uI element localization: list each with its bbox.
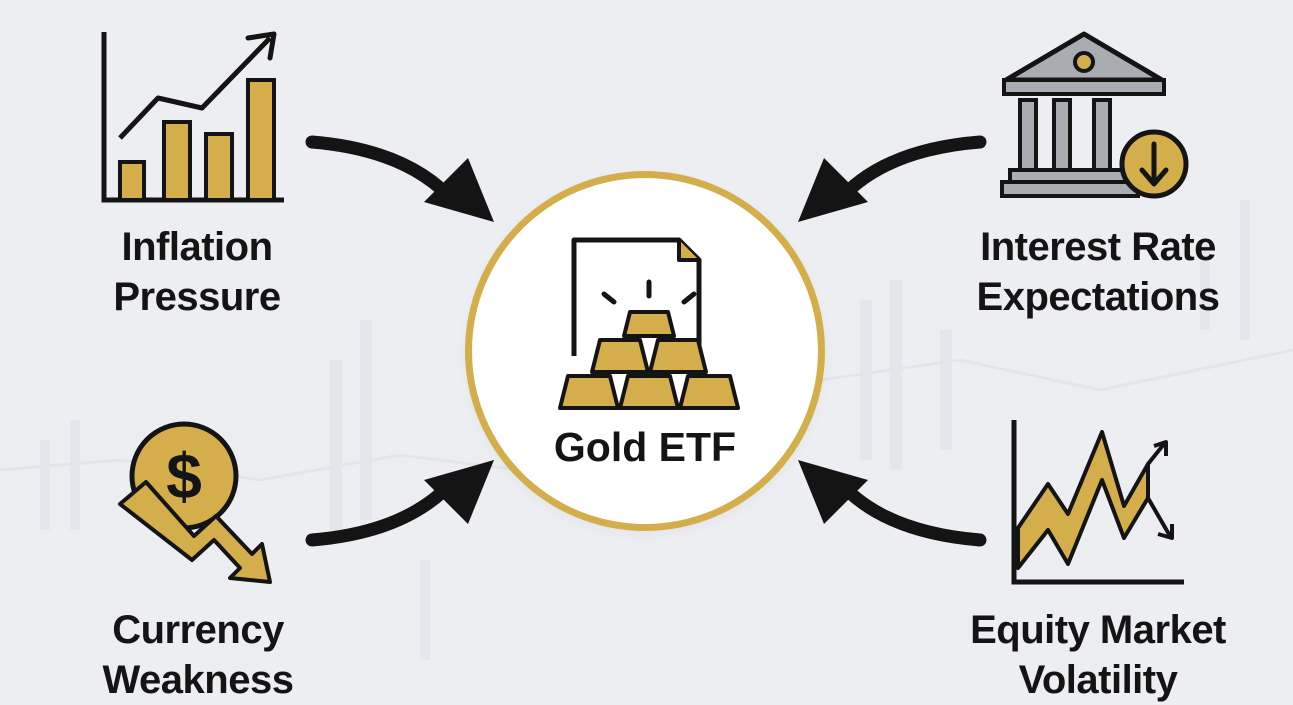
arrow-from-equity <box>798 460 987 547</box>
bank-down-icon <box>1000 31 1189 199</box>
bar-chart-up-icon <box>101 31 284 203</box>
volatility-chart-icon <box>1011 420 1184 585</box>
gold-etf-circle: Gold ETF <box>472 178 818 524</box>
gold-bars-document-icon <box>558 237 740 410</box>
arrow-from-inflation <box>305 135 494 222</box>
arrow-from-interest <box>798 135 987 222</box>
arrow-from-currency <box>305 460 494 547</box>
center-title: Gold ETF <box>553 424 737 470</box>
svg-text:$: $ <box>166 440 202 512</box>
dollar-coin-down-icon: $ <box>118 421 272 584</box>
